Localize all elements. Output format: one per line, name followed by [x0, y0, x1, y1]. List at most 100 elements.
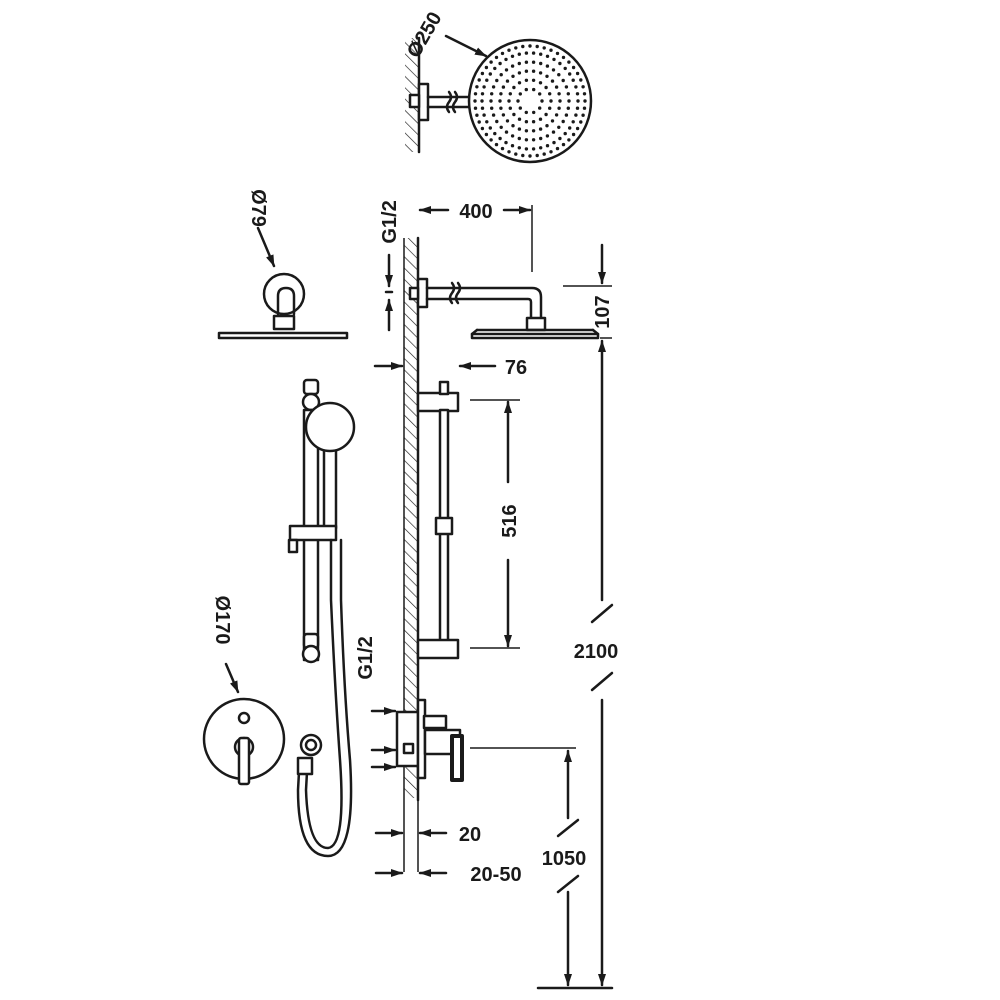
nozzle-dot — [567, 99, 571, 103]
nozzle-dot — [514, 46, 518, 50]
nozzle-dot — [567, 138, 571, 142]
nozzle-dot — [531, 78, 536, 83]
nozzle-dot — [558, 99, 562, 103]
nozzle-dot — [539, 136, 543, 141]
nozzle-dot — [490, 92, 494, 96]
dimension-arm-length: 400 — [418, 201, 533, 272]
nozzle-dot — [575, 126, 580, 131]
nozzle-dot — [581, 113, 585, 117]
nozzle-dot — [549, 150, 553, 154]
dimension-mixer-height: 1050 — [470, 747, 587, 987]
nozzle-dot — [517, 52, 521, 56]
nozzle-dot — [532, 87, 536, 92]
dimension-mixer-thread: G1/2 — [355, 636, 397, 771]
label-arm-drop: 107 — [592, 295, 614, 328]
nozzle-dot — [545, 54, 550, 58]
nozzle-dot — [524, 51, 529, 55]
nozzle-dot — [484, 65, 489, 70]
nozzle-dot — [531, 120, 536, 124]
nozzle-dot — [518, 92, 522, 96]
nozzle-dot — [544, 112, 548, 117]
showerhead-nozzles — [473, 44, 587, 158]
nozzle-dot — [532, 110, 536, 115]
nozzle-dot — [518, 106, 522, 110]
nozzle-dot — [517, 136, 521, 141]
nozzle-dot — [500, 51, 505, 56]
nozzle-dot — [531, 60, 536, 64]
label-body-depth: 20-50 — [470, 864, 521, 886]
label-mixer-height: 1050 — [542, 848, 587, 870]
nozzle-dot — [512, 112, 516, 117]
nozzle-dot — [480, 106, 485, 110]
nozzle-dot — [557, 106, 561, 110]
nozzle-dot — [499, 92, 503, 96]
nozzle-dot — [495, 78, 499, 83]
hand-shower-head-front — [304, 401, 356, 453]
nozzle-dot — [524, 147, 529, 151]
nozzle-dot — [498, 99, 502, 103]
dimension-rail-offset: 76 — [373, 357, 527, 379]
nozzle-dot — [480, 92, 485, 96]
label-mixer-plate-diameter: Ø170 — [211, 596, 233, 645]
nozzle-dot — [475, 113, 479, 117]
nozzle-dot — [528, 44, 532, 48]
nozzle-dot — [517, 61, 521, 66]
nozzle-dot — [504, 130, 509, 134]
nozzle-dot — [568, 126, 572, 130]
nozzle-dot — [576, 99, 580, 103]
nozzle-dot — [561, 78, 565, 83]
nozzle-dot — [493, 131, 497, 136]
nozzle-dot — [544, 85, 548, 90]
nozzle-dot — [524, 78, 529, 83]
nozzle-dot — [563, 66, 567, 71]
nozzle-dot — [514, 152, 518, 156]
nozzle-dot — [489, 99, 493, 103]
nozzle-dot — [517, 146, 521, 150]
nozzle-dot — [575, 106, 580, 110]
nozzle-dot — [531, 69, 536, 73]
nozzle-dot — [500, 146, 505, 151]
nozzle-dot — [538, 92, 542, 96]
nozzle-dot — [564, 85, 569, 89]
nozzle-dot — [564, 113, 569, 117]
showerhead-face — [467, 38, 593, 164]
nozzle-dot — [539, 146, 543, 150]
nozzle-dot — [495, 119, 499, 124]
label-total-height: 2100 — [574, 641, 619, 663]
nozzle-dot — [510, 64, 515, 68]
nozzle-dot — [524, 110, 528, 115]
label-mixer-thread: G1/2 — [355, 636, 377, 679]
nozzle-dot — [566, 106, 570, 110]
label-arm-thread: G1/2 — [379, 200, 401, 243]
nozzle-dot — [545, 144, 550, 148]
nozzle-dot — [507, 99, 511, 103]
nozzle-dot — [549, 48, 553, 52]
nozzle-dot — [545, 74, 549, 79]
nozzle-dot — [489, 60, 493, 64]
nozzle-dot — [548, 92, 552, 96]
nozzle-dot — [538, 81, 543, 85]
nozzle-dot — [501, 85, 506, 89]
nozzle-dot — [499, 125, 503, 129]
nozzle-dot — [508, 106, 512, 110]
nozzle-dot — [550, 119, 555, 123]
label-showerhead-diameter: Ø250 — [403, 8, 447, 61]
nozzle-dot — [498, 136, 502, 141]
nozzle-dot — [531, 147, 536, 151]
nozzle-dot — [521, 153, 525, 158]
nozzle-dot — [473, 106, 478, 110]
nozzle-dot — [490, 106, 494, 110]
nozzle-dot — [511, 124, 515, 128]
nozzle-dot — [493, 66, 497, 71]
nozzle-dot — [505, 119, 510, 123]
nozzle-dot — [575, 92, 580, 96]
nozzle-dot — [531, 138, 536, 142]
nozzle-dot — [477, 78, 481, 82]
dimension-plate-depth: 20 — [374, 800, 481, 872]
dimension-rail-length: 516 — [470, 399, 521, 649]
nozzle-dot — [517, 117, 522, 121]
rain-head-side — [470, 332, 600, 340]
mixer-side — [395, 698, 464, 782]
dimension-body-depth: 20-50 — [374, 864, 522, 886]
